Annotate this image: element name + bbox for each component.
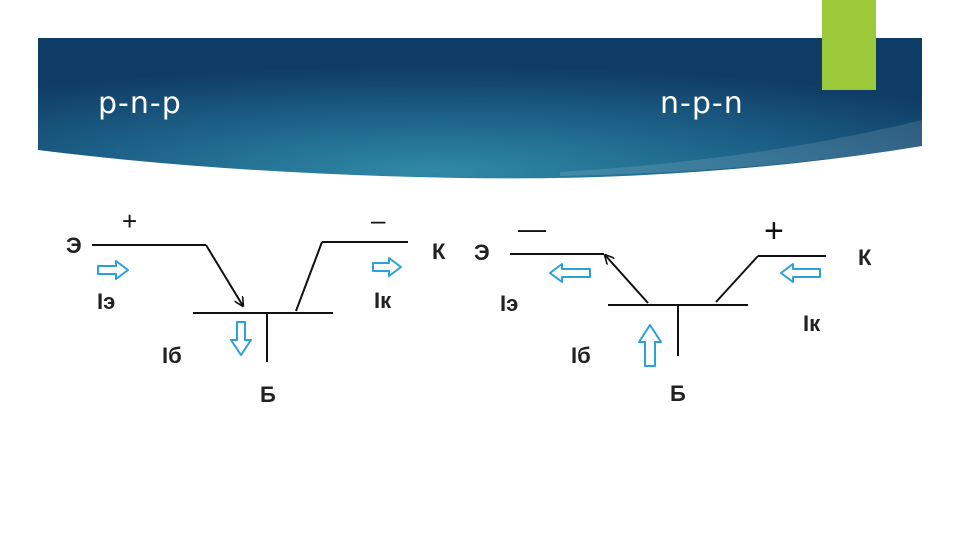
npn-collector-slant: [715, 255, 759, 303]
npn-collector-label: К: [858, 245, 872, 270]
npn-base-current-label: Iб: [571, 343, 591, 368]
npn-emitter-current-arrow: [549, 263, 591, 283]
accent-bar: [822, 0, 876, 90]
pnp-base-current-arrow: [230, 321, 252, 356]
pnp-collector-current-label: Iк: [374, 288, 392, 313]
title-pnp: p-n-p: [98, 86, 182, 121]
npn-wires: [510, 254, 826, 356]
pnp-emitter-sign: +: [122, 206, 137, 236]
pnp-base-label: Б: [260, 382, 276, 407]
banner-highlight: [560, 120, 922, 176]
npn-collector-current-arrow: [780, 263, 821, 283]
npn-emitter-label: Э: [474, 240, 490, 265]
pnp-current-arrows: [97, 257, 402, 356]
pnp-diagram: Э К Б + – Iэ Iк Iб: [66, 205, 446, 407]
npn-diagram: Э К Б — + Iэ Iк Iб: [474, 212, 872, 406]
pnp-collector-slant: [295, 241, 323, 312]
npn-current-arrows: [549, 263, 821, 367]
title-banner: [38, 38, 922, 179]
npn-emitter-current-label: Iэ: [500, 291, 518, 316]
npn-base-current-arrow: [638, 324, 662, 367]
pnp-base-current-label: Iб: [162, 343, 182, 368]
npn-collector-current-label: Iк: [803, 311, 821, 336]
pnp-emitter-slant: [205, 244, 243, 306]
pnp-emitter-current-label: Iэ: [97, 289, 115, 314]
pnp-emitter-label: Э: [66, 233, 82, 258]
banner-shape: [38, 38, 922, 179]
npn-emitter-sign: —: [518, 213, 546, 244]
pnp-collector-sign: –: [371, 205, 386, 235]
npn-base-label: Б: [670, 381, 686, 406]
npn-collector-sign: +: [764, 212, 784, 250]
npn-emitter-slant: [605, 255, 649, 304]
pnp-collector-label: К: [432, 239, 446, 264]
pnp-collector-current-arrow: [372, 257, 402, 277]
pnp-wires: [92, 241, 408, 362]
title-npn: n-p-n: [660, 86, 744, 121]
pnp-emitter-current-arrow: [97, 260, 129, 280]
